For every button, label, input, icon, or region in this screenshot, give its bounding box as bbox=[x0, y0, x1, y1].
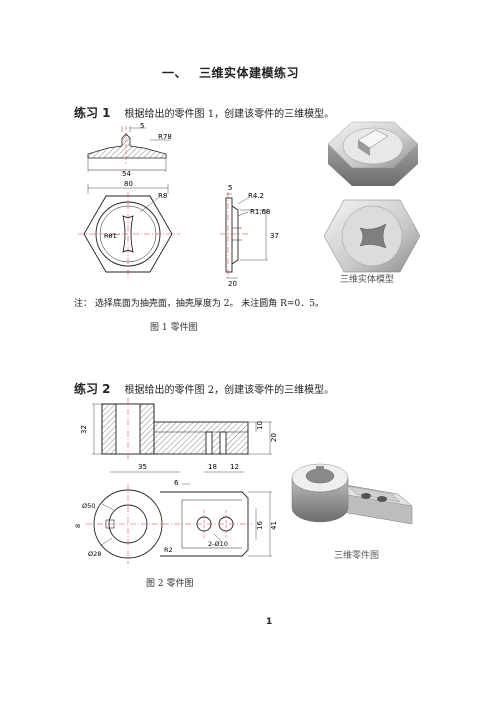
exercise1-note: 注： 选择底面为抽壳面，抽壳厚度为 2。 未注圆角 R=0．5。 bbox=[74, 299, 324, 309]
exercise1-model-caption: 三维实体模型 bbox=[340, 275, 395, 285]
model-bottom-view bbox=[323, 199, 421, 273]
dim-5b: 5 bbox=[228, 184, 232, 192]
exercise2-drawing: 32 10 20 35 18 12 6 Ø50 8 Ø28 R2 2-Ø10 bbox=[74, 398, 278, 564]
dim-80: 80 bbox=[124, 180, 133, 188]
dim-8: 8 bbox=[74, 524, 82, 528]
dim-r2: R2 bbox=[164, 546, 173, 554]
dim-phi28: Ø28 bbox=[88, 550, 101, 558]
exercise1-3d-models bbox=[323, 121, 421, 273]
section-title: 三维实体建模练习 bbox=[199, 66, 300, 80]
dim-18: 18 bbox=[208, 463, 217, 471]
exercise2-model-caption: 三维零件图 bbox=[334, 551, 380, 561]
exercise2-label: 练习 2 bbox=[74, 382, 111, 396]
dim-20-b: 20 bbox=[270, 433, 278, 442]
section-view-1 bbox=[87, 126, 170, 172]
exercise2-3d-model bbox=[291, 463, 413, 525]
front-view-1 bbox=[78, 184, 180, 278]
exercise2-text: 根据给出的零件图 2，创建该零件的三维模型。 bbox=[124, 385, 335, 396]
plan-view-2 bbox=[86, 484, 272, 564]
exercise2-title: 练习 2 根据给出的零件图 2，创建该零件的三维模型。 bbox=[74, 380, 334, 397]
dim-r81: R81 bbox=[104, 232, 117, 240]
exercise1-label: 练习 1 bbox=[74, 106, 111, 120]
dim-41: 41 bbox=[270, 521, 278, 530]
section-heading: 一、三维实体建模练习 bbox=[162, 64, 299, 81]
model-bracket bbox=[291, 463, 413, 525]
dim-37: 37 bbox=[270, 232, 279, 240]
dim-r42: R4.2 bbox=[248, 192, 264, 200]
dim-6: 6 bbox=[174, 479, 179, 487]
exercise2-figure-caption: 图 2 零件图 bbox=[146, 579, 194, 589]
dim-r8: R8 bbox=[158, 192, 167, 200]
dim-holes: 2-Ø10 bbox=[208, 540, 228, 548]
exercise1-text: 根据给出的零件图 1，创建该零件的三维模型。 bbox=[124, 109, 335, 120]
dim-20: 20 bbox=[228, 280, 237, 288]
section-number: 一、 bbox=[162, 66, 188, 80]
dim-r78: R78 bbox=[158, 133, 172, 141]
exercise1-drawing: 5 R78 54 80 R8 R81 5 R4.2 R1.68 37 20 bbox=[78, 122, 279, 288]
dim-16: 16 bbox=[256, 521, 264, 530]
dim-12: 12 bbox=[230, 463, 239, 471]
side-view-1 bbox=[220, 192, 268, 279]
section-view-2 bbox=[92, 398, 272, 460]
dim-5: 5 bbox=[140, 122, 144, 130]
page-number: 1 bbox=[266, 617, 273, 627]
dim-phi50: Ø50 bbox=[82, 502, 95, 510]
model-top-view bbox=[327, 121, 419, 186]
exercise1-title: 练习 1 根据给出的零件图 1，创建该零件的三维模型。 bbox=[74, 104, 334, 121]
dim-35: 35 bbox=[138, 463, 147, 471]
dim-r168: R1.68 bbox=[250, 208, 270, 216]
dim-54: 54 bbox=[122, 170, 131, 178]
dim-32: 32 bbox=[80, 425, 88, 434]
dim-10: 10 bbox=[256, 421, 264, 430]
exercise1-figure-caption: 图 1 零件图 bbox=[150, 323, 198, 333]
